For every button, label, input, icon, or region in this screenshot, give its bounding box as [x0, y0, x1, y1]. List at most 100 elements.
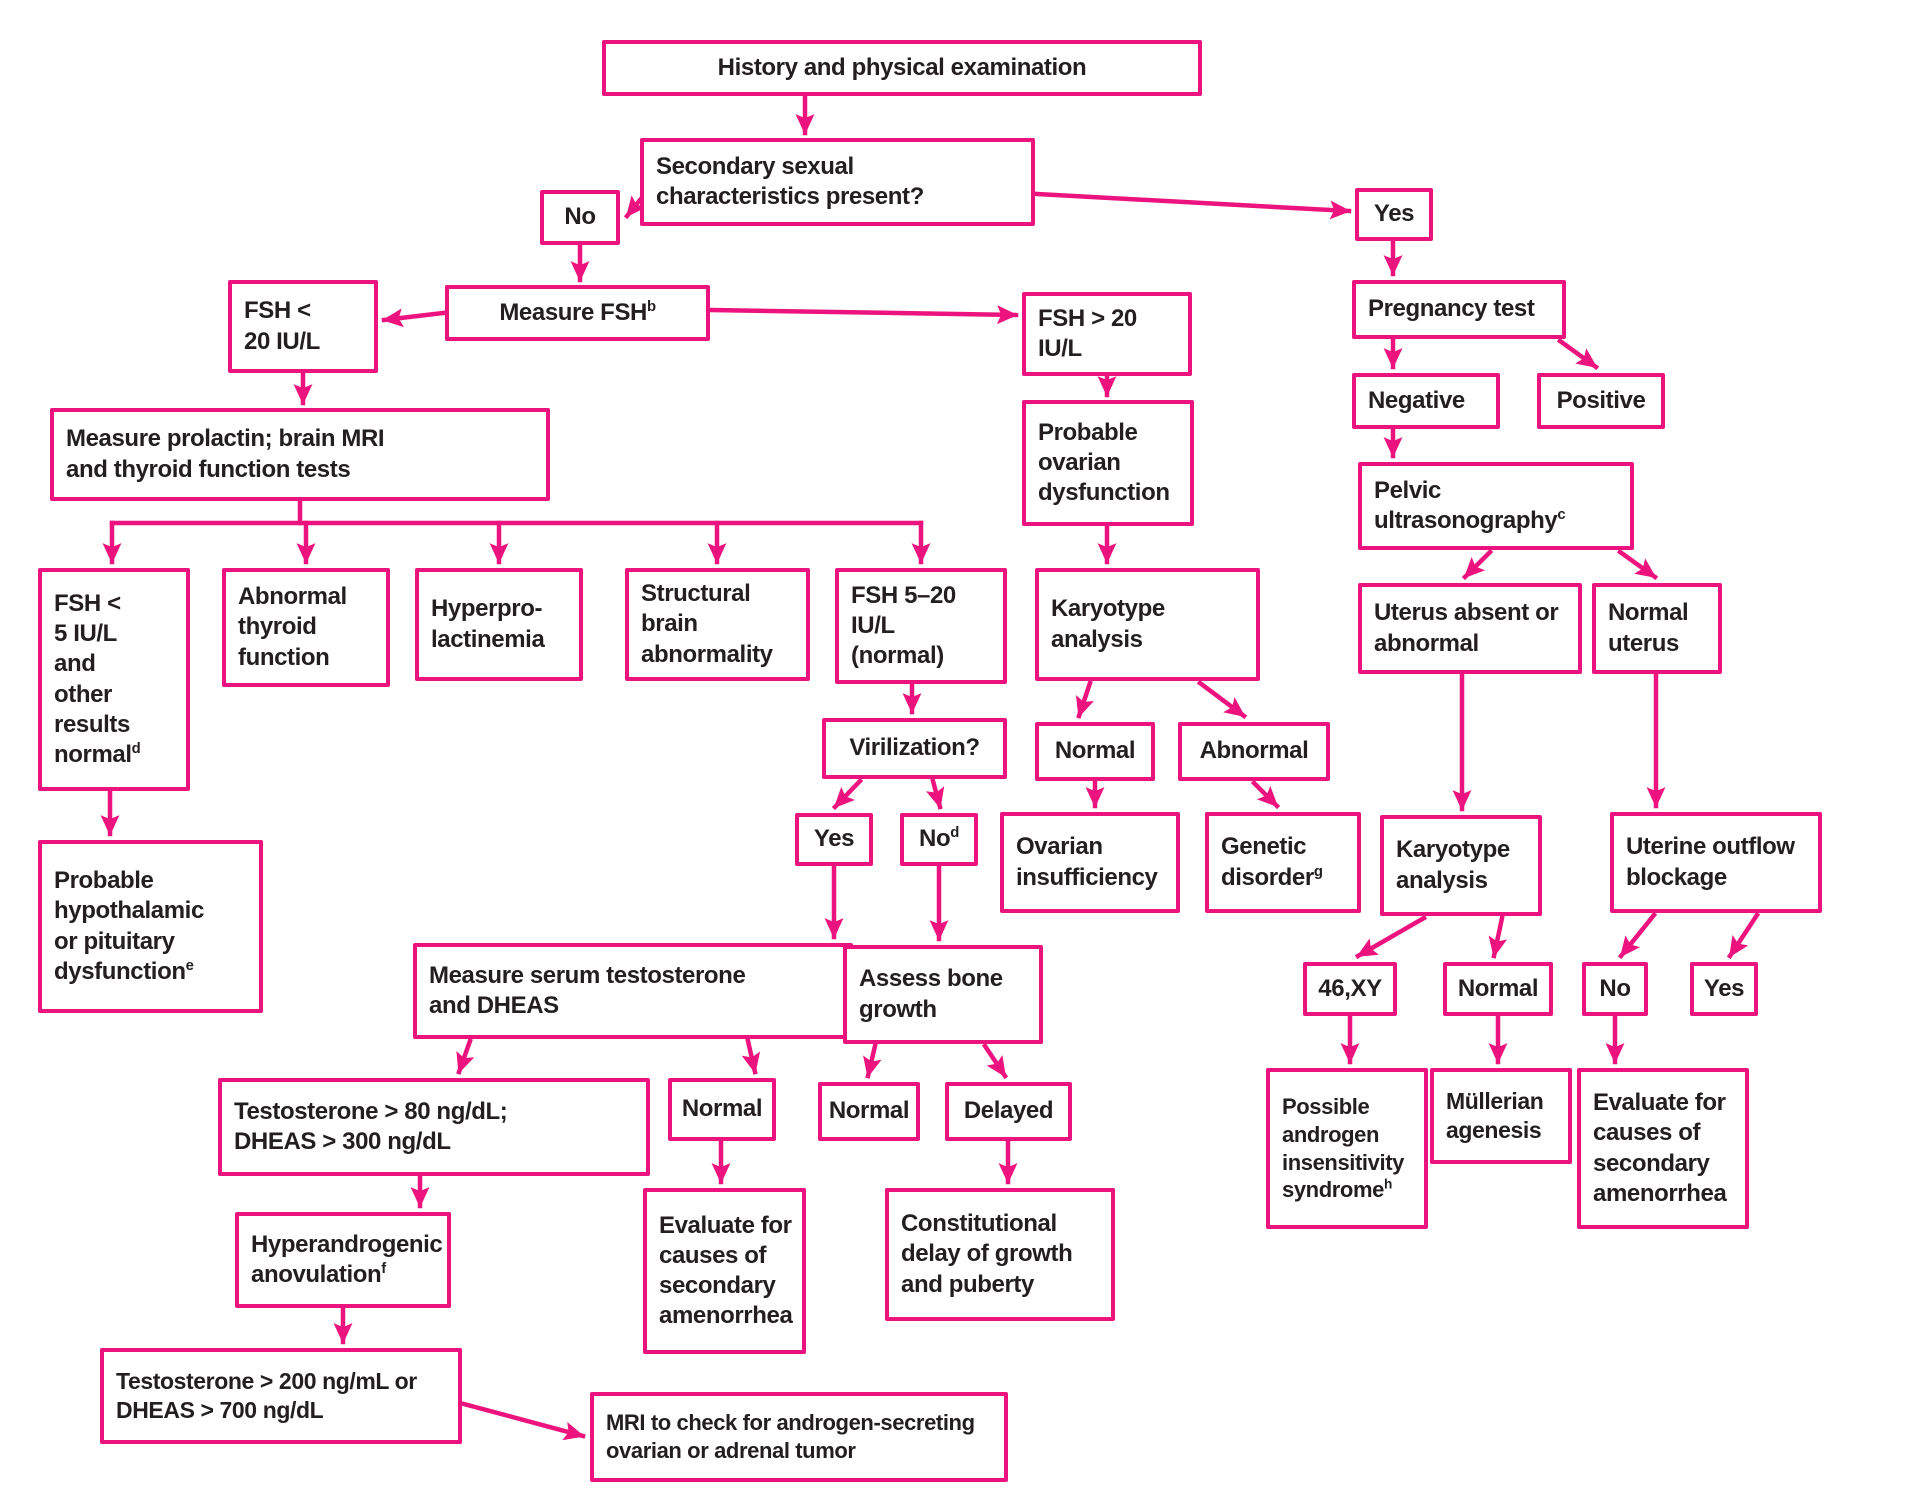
node-fsh-5-20-label: (normal)	[851, 642, 944, 670]
node-testosterone-200-label: DHEAS > 700 ng/dL	[116, 1397, 324, 1423]
node-virilization-label: Virilization?	[849, 734, 980, 762]
node-genetic-disorder-label: Genetic	[1221, 833, 1307, 861]
edge-secondary-sexual-to-no-secondary	[623, 195, 647, 220]
edge-assess-bone-growth-to-delayed	[981, 1042, 1009, 1080]
node-fsh-lt-20-label: FSH <	[244, 297, 311, 325]
footnote-marker: b	[646, 298, 656, 315]
edge-measure-serum-testosterone-to-normal-testosterone	[741, 1038, 761, 1075]
node-pelvic-ultrasonography-label: Pelvic	[1374, 476, 1441, 504]
node-karyotype-analysis-2-label: analysis	[1396, 866, 1488, 894]
node-uterine-outflow-blockage-label: Uterine outflow	[1626, 833, 1795, 861]
node-delayed-label: Delayed	[963, 1097, 1054, 1125]
edge-abnormal-karyotype-1-to-genetic-disorder	[1250, 779, 1281, 810]
node-possible-ais-label: insensitivity	[1282, 1149, 1404, 1175]
footnote-marker: g	[1313, 863, 1323, 880]
node-abnormal-thyroid-label: Abnormal	[238, 583, 347, 611]
footnote-marker: f	[381, 1261, 386, 1277]
node-uterine-outflow-blockage-label: blockage	[1626, 863, 1727, 891]
node-structural-brain-label: brain	[641, 610, 698, 638]
node-normal-uterus-label: Normal	[1608, 599, 1689, 627]
node-probable-hypothalamic-label: or pituitary	[54, 927, 175, 955]
node-constitutional-delay-label: Constitutional	[901, 1210, 1057, 1238]
node-fsh-lt-20-label: 20 IU/L	[244, 327, 320, 355]
edge-measure-fsh-to-fsh-lt-20	[381, 308, 446, 328]
node-hyperandrogenic-anovulation-label: anovulationf	[251, 1261, 386, 1288]
node-fsh-gt-20-label: FSH > 20	[1038, 304, 1137, 332]
node-pelvic-ultrasonography: Pelvic ultrasonographyc	[1358, 462, 1634, 550]
node-evaluate-secondary-right-label: secondary	[1593, 1149, 1710, 1177]
node-probable-ovarian-dysfunction-label: ovarian	[1038, 448, 1121, 476]
edge-pregnancy-test-to-positive	[1556, 337, 1600, 371]
node-measure-prolactin-label: Measure prolactin; brain MRI	[66, 425, 385, 453]
footnote-marker: h	[1383, 1176, 1392, 1192]
node-negative: Negative	[1352, 373, 1500, 429]
node-probable-ovarian-dysfunction-label: dysfunction	[1038, 479, 1170, 507]
node-testosterone-80-label: DHEAS > 300 ng/dL	[234, 1128, 451, 1155]
node-mri-tumor-label: MRI to check for androgen-secreting	[606, 1410, 975, 1436]
footnote-marker: d	[131, 740, 141, 757]
node-fsh-lt-5-label: results	[54, 710, 130, 738]
node-evaluate-secondary-left-label: Evaluate for	[659, 1211, 792, 1239]
node-hyperprolactinemia: Hyperpro-lactinemia	[415, 568, 583, 681]
edge-uterine-outflow-blockage-to-no-blockage	[1617, 911, 1658, 960]
node-pelvic-ultrasonography-label: ultrasonographyc	[1374, 507, 1566, 534]
node-probable-ovarian-dysfunction-label: Probable	[1038, 418, 1138, 446]
node-assess-bone-growth-label: growth	[859, 995, 937, 1023]
node-yes-secondary: Yes	[1355, 188, 1433, 241]
node-yes-virilization-label: Yes	[813, 825, 855, 853]
node-fsh-gt-20-label: IU/L	[1038, 335, 1082, 362]
edge-karyotype-analysis-1-to-normal-karyotype-1	[1076, 680, 1094, 719]
node-secondary-sexual-label: characteristics present?	[656, 183, 924, 210]
node-structural-brain-label: Structural	[641, 580, 751, 608]
node-negative-label: Negative	[1368, 386, 1465, 414]
edge-karyotype-analysis-2-to-normal-karyotype-2	[1488, 915, 1508, 959]
node-positive-label: Positive	[1556, 386, 1646, 414]
node-ovarian-insufficiency-label: Ovarian	[1016, 833, 1103, 861]
node-fsh-lt-5-label: normald	[54, 740, 141, 768]
node-probable-hypothalamic-label: dysfunctione	[54, 957, 194, 985]
node-evaluate-secondary-left-label: amenorrhea	[659, 1302, 793, 1330]
node-probable-hypothalamic-label: Probable	[54, 867, 154, 895]
edge-virilization-to-yes-virilization	[831, 777, 864, 811]
node-yes-virilization: Yes	[795, 813, 873, 866]
node-possible-ais-label: androgen	[1282, 1121, 1380, 1147]
node-mullerian-agenesis-label: Müllerian	[1446, 1088, 1544, 1115]
node-evaluate-secondary-left-label: causes of	[659, 1241, 767, 1269]
node-constitutional-delay-label: delay of growth	[901, 1240, 1073, 1268]
node-fsh-gt-20: FSH > 20 IU/L	[1022, 292, 1192, 376]
node-fsh-lt-5-label: 5 IU/L	[54, 620, 117, 648]
node-no-blockage-label: No	[1599, 974, 1631, 1002]
node-abnormal-karyotype-1: Abnormal	[1178, 722, 1330, 781]
node-constitutional-delay-label: and puberty	[901, 1270, 1034, 1298]
node-uterus-absent-label: Uterus absent or	[1374, 599, 1559, 627]
node-karyotype-46xy: 46,XY	[1303, 962, 1397, 1016]
node-pregnancy-test: Pregnancy test	[1352, 280, 1566, 339]
edge-pelvic-ultrasonography-to-normal-uterus	[1616, 548, 1659, 581]
edge-measure-serum-testosterone-to-testosterone-80	[456, 1038, 475, 1075]
node-yes-blockage-label: Yes	[1703, 974, 1745, 1002]
node-normal-karyotype-2-label: Normal	[1457, 974, 1539, 1002]
edge-assess-bone-growth-to-normal-bone	[863, 1043, 882, 1079]
node-uterus-absent-label: abnormal	[1374, 629, 1479, 657]
node-no-blockage: No	[1582, 962, 1648, 1016]
node-karyotype-analysis-1-label: analysis	[1051, 625, 1143, 653]
node-measure-serum-testosterone-label: and DHEAS	[429, 992, 559, 1019]
node-measure-prolactin-label: and thyroid function tests	[66, 455, 351, 483]
node-delayed: Delayed	[945, 1082, 1072, 1141]
footnote-marker: e	[185, 957, 194, 974]
